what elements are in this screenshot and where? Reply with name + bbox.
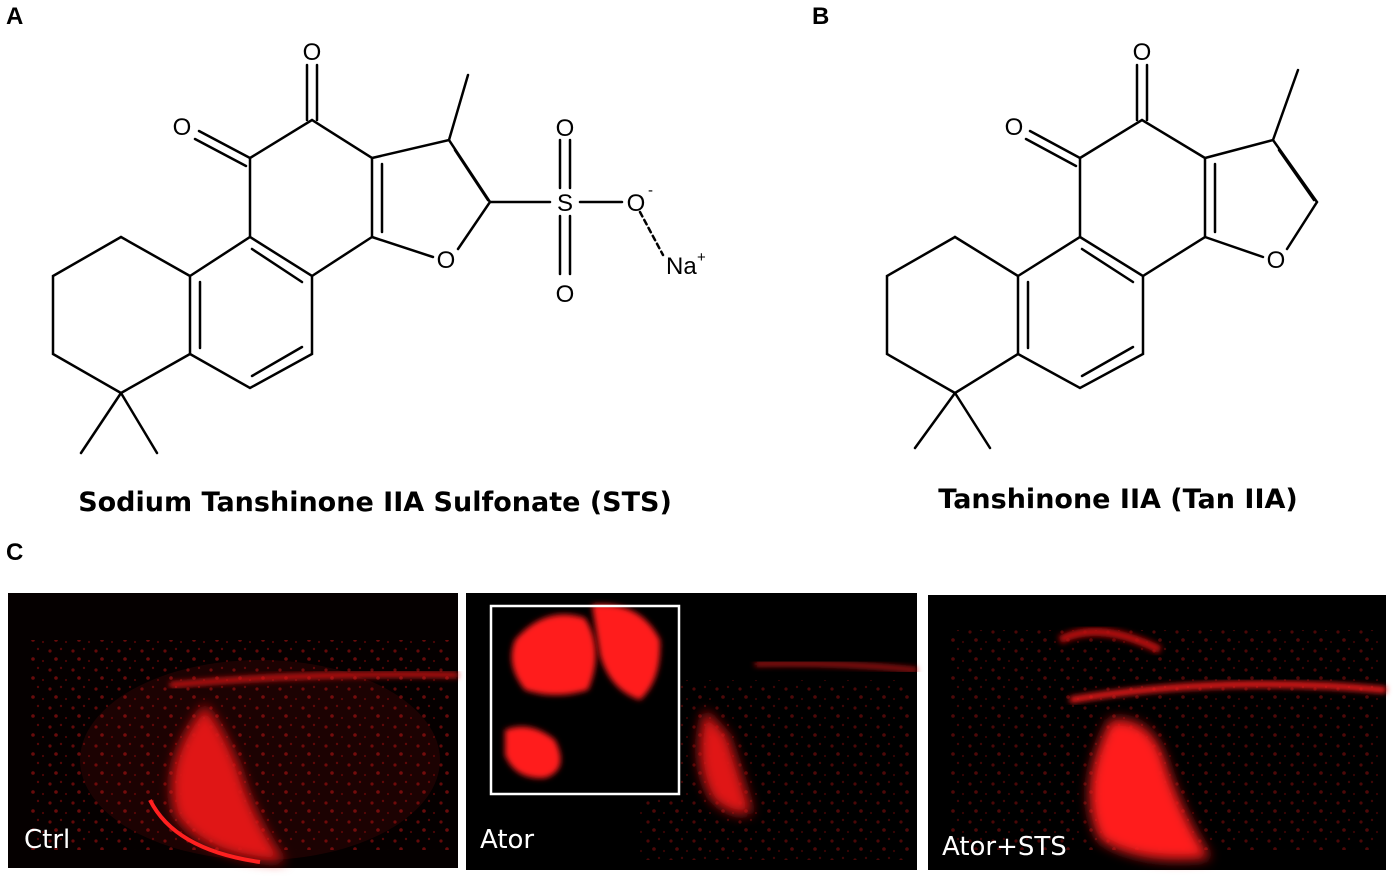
atom-na: Na — [666, 253, 697, 280]
tan-iia-structure: O O O — [885, 39, 1319, 450]
image-label: Ator+STS — [942, 832, 1067, 862]
atom-s: S — [557, 190, 573, 217]
charge-plus: + — [697, 249, 706, 266]
image-label: Ctrl — [24, 825, 70, 855]
fluorescence-image-ator: Ator — [466, 593, 918, 870]
caption-tan-iia: Tanshinone IIA (Tan IIA) — [938, 484, 1297, 515]
panel-letter-c: C — [6, 539, 23, 566]
panel-a: A O O O S — [6, 3, 706, 518]
image-label: Ator — [480, 825, 534, 855]
sts-structure: O O O S O O O - Na + — [51, 39, 706, 455]
atom-o: O — [173, 114, 192, 141]
panel-b: B O O O Tanshinone IIA (Tan IIA) — [812, 3, 1319, 515]
atom-o: O — [556, 115, 575, 142]
panel-letter-b: B — [812, 3, 829, 30]
atom-o: O — [303, 39, 322, 66]
charge-minus: - — [648, 182, 653, 199]
atom-o: O — [627, 190, 646, 217]
atom-o: O — [556, 281, 575, 308]
atom-o: O — [1005, 114, 1024, 141]
inset — [489, 604, 681, 796]
fluorescence-image-ator-sts: Ator+STS — [928, 595, 1387, 870]
panel-letter-a: A — [6, 3, 23, 30]
fluorescence-image-ctrl: Ctrl — [8, 593, 459, 868]
atom-o: O — [1267, 247, 1286, 274]
atom-o: O — [437, 247, 456, 274]
panel-c: C Ctrl Ator — [6, 539, 1387, 870]
caption-sts: Sodium Tanshinone IIA Sulfonate (STS) — [78, 487, 672, 518]
atom-o: O — [1133, 39, 1152, 66]
